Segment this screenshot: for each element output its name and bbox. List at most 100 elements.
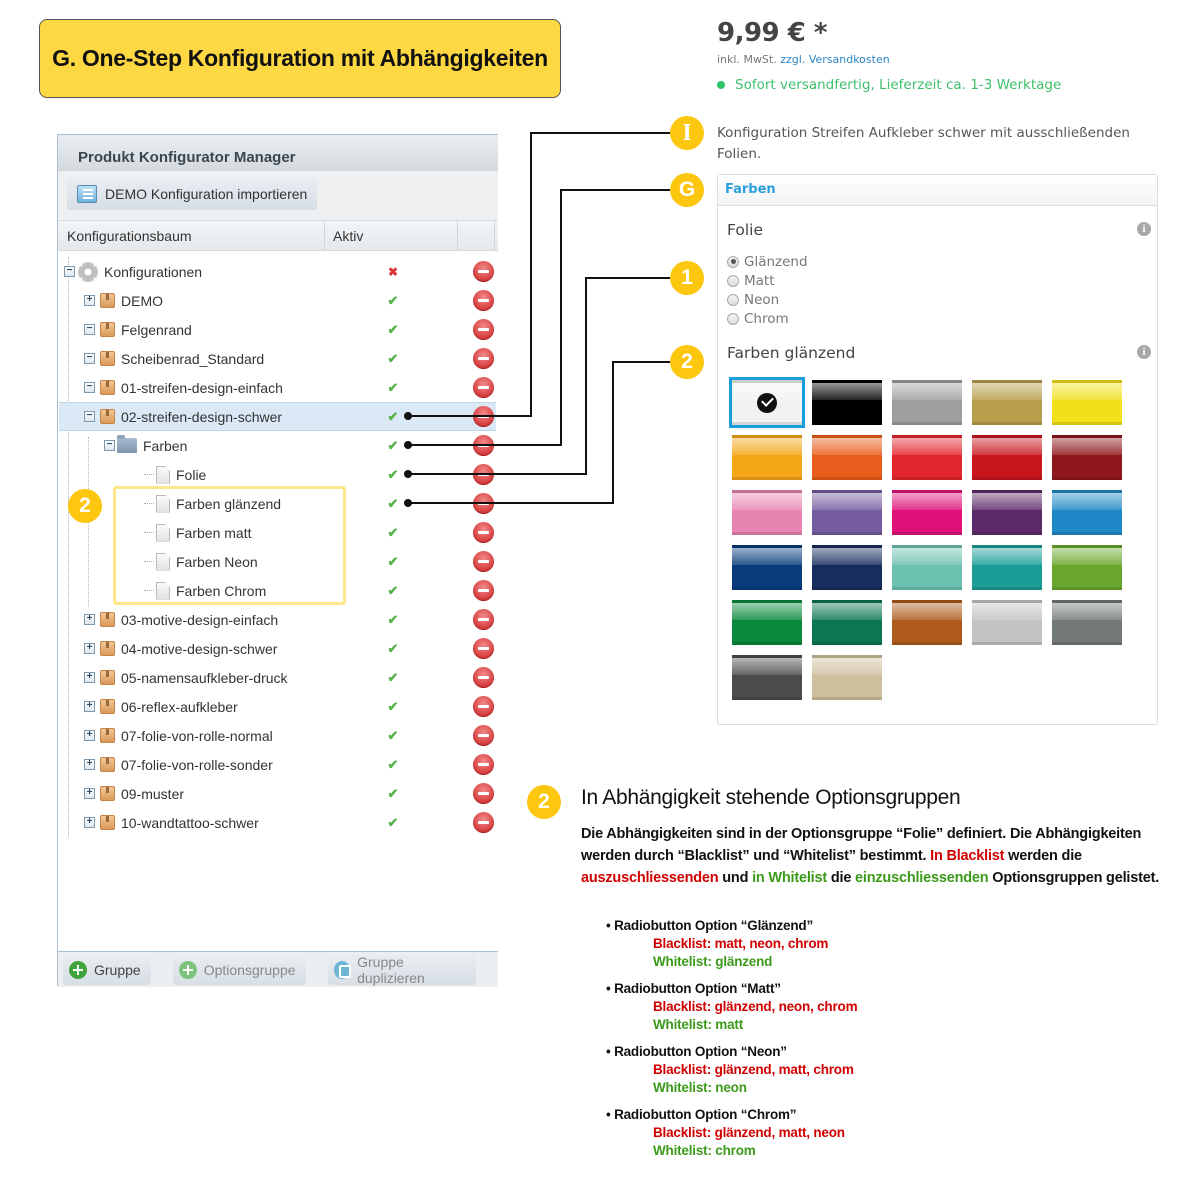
collapse-icon[interactable]: −	[64, 266, 75, 277]
color-swatch[interactable]	[972, 435, 1042, 480]
color-swatch[interactable]	[812, 655, 882, 700]
collapse-icon[interactable]: −	[84, 382, 95, 393]
expand-icon[interactable]: +	[84, 614, 95, 625]
color-swatch[interactable]	[1052, 545, 1122, 590]
active-check-icon[interactable]: ✔	[387, 495, 399, 511]
collapse-icon[interactable]: −	[84, 324, 95, 335]
active-check-icon[interactable]: ✔	[387, 814, 399, 830]
tree-row[interactable]: +07-folie-von-rolle-sonder✔	[59, 750, 496, 779]
collapse-icon[interactable]: −	[104, 440, 115, 451]
tree-row[interactable]: +10-wandtattoo-schwer✔	[59, 808, 496, 837]
color-swatch[interactable]	[812, 380, 882, 425]
color-swatch[interactable]	[972, 545, 1042, 590]
color-swatch[interactable]	[732, 600, 802, 645]
add-group-button[interactable]: Gruppe	[63, 954, 151, 985]
radio-button[interactable]	[727, 312, 739, 325]
delete-icon[interactable]	[473, 319, 494, 340]
active-check-icon[interactable]: ✔	[387, 321, 399, 337]
add-optiongroup-button[interactable]: Optionsgruppe	[172, 954, 306, 985]
collapse-icon[interactable]: −	[84, 411, 95, 422]
color-swatch[interactable]	[732, 545, 802, 590]
delete-icon[interactable]	[473, 580, 494, 601]
import-demo-button[interactable]: DEMO Konfiguration importieren	[67, 178, 318, 210]
delete-icon[interactable]	[473, 783, 494, 804]
active-check-icon[interactable]: ✔	[387, 350, 399, 366]
configurator-group-header[interactable]: Farben	[718, 175, 1157, 206]
expand-icon[interactable]: +	[84, 730, 95, 741]
delete-icon[interactable]	[473, 261, 494, 282]
tree-row[interactable]: −Scheibenrad_Standard✔	[59, 344, 496, 373]
active-check-icon[interactable]: ✔	[387, 379, 399, 395]
tree-row[interactable]: −01-streifen-design-einfach✔	[59, 373, 496, 402]
color-swatch[interactable]	[812, 435, 882, 480]
active-check-icon[interactable]: ✔	[387, 582, 399, 598]
color-swatch[interactable]	[812, 545, 882, 590]
active-check-icon[interactable]: ✔	[387, 785, 399, 801]
active-check-icon[interactable]: ✔	[387, 437, 399, 453]
color-swatch[interactable]	[732, 435, 802, 480]
active-check-icon[interactable]: ✔	[387, 466, 399, 482]
color-swatch[interactable]	[972, 490, 1042, 535]
delete-icon[interactable]	[473, 551, 494, 572]
active-check-icon[interactable]: ✔	[387, 292, 399, 308]
delete-icon[interactable]	[473, 522, 494, 543]
color-swatch[interactable]	[1052, 490, 1122, 535]
active-check-icon[interactable]: ✔	[387, 756, 399, 772]
delete-icon[interactable]	[473, 290, 494, 311]
tree-row[interactable]: +DEMO✔	[59, 286, 496, 315]
delete-icon[interactable]	[473, 725, 494, 746]
tree-row[interactable]: −Konfigurationen✖	[59, 257, 496, 286]
radio-button[interactable]	[727, 293, 739, 306]
expand-icon[interactable]: +	[84, 817, 95, 828]
active-check-icon[interactable]: ✔	[387, 408, 399, 424]
color-swatch[interactable]	[729, 377, 805, 428]
color-swatch[interactable]	[892, 380, 962, 425]
collapse-icon[interactable]: −	[84, 353, 95, 364]
delete-icon[interactable]	[473, 609, 494, 630]
color-swatch[interactable]	[1052, 380, 1122, 425]
inactive-x-icon[interactable]: ✖	[387, 264, 399, 279]
color-swatch[interactable]	[972, 600, 1042, 645]
shipping-costs-link[interactable]: zzgl. Versandkosten	[780, 53, 890, 66]
active-check-icon[interactable]: ✔	[387, 611, 399, 627]
radio-button[interactable]	[727, 274, 739, 287]
active-check-icon[interactable]: ✔	[387, 727, 399, 743]
tree-row[interactable]: +04-motive-design-schwer✔	[59, 634, 496, 663]
color-swatch[interactable]	[972, 380, 1042, 425]
delete-icon[interactable]	[473, 377, 494, 398]
tree-row[interactable]: +05-namensaufkleber-druck✔	[59, 663, 496, 692]
tree-row[interactable]: Farben Chrom✔	[59, 576, 496, 605]
column-header-tree[interactable]: Konfigurationsbaum	[58, 221, 325, 250]
delete-icon[interactable]	[473, 667, 494, 688]
column-header-active[interactable]: Aktiv	[325, 221, 458, 250]
folie-radio-option[interactable]: Glänzend	[727, 252, 808, 271]
tree-row[interactable]: Farben matt✔	[59, 518, 496, 547]
color-swatch[interactable]	[732, 490, 802, 535]
delete-icon[interactable]	[473, 754, 494, 775]
color-swatch[interactable]	[732, 655, 802, 700]
active-check-icon[interactable]: ✔	[387, 524, 399, 540]
radio-button[interactable]	[727, 255, 739, 268]
color-swatch[interactable]	[812, 600, 882, 645]
expand-icon[interactable]: +	[84, 701, 95, 712]
active-check-icon[interactable]: ✔	[387, 698, 399, 714]
tree-row[interactable]: −02-streifen-design-schwer✔	[59, 402, 496, 431]
delete-icon[interactable]	[473, 812, 494, 833]
color-swatch[interactable]	[1052, 600, 1122, 645]
tree-row[interactable]: +07-folie-von-rolle-normal✔	[59, 721, 496, 750]
tree-row[interactable]: −Felgenrand✔	[59, 315, 496, 344]
duplicate-group-button[interactable]: Gruppe duplizieren	[327, 954, 476, 986]
delete-icon[interactable]	[473, 348, 494, 369]
color-swatch[interactable]	[1052, 435, 1122, 480]
active-check-icon[interactable]: ✔	[387, 553, 399, 569]
tree-row[interactable]: +09-muster✔	[59, 779, 496, 808]
tree-row[interactable]: Farben Neon✔	[59, 547, 496, 576]
expand-icon[interactable]: +	[84, 759, 95, 770]
tree-row[interactable]: Farben glänzend✔	[59, 489, 496, 518]
tree-row[interactable]: +06-reflex-aufkleber✔	[59, 692, 496, 721]
tree-row[interactable]: +03-motive-design-einfach✔	[59, 605, 496, 634]
color-swatch[interactable]	[812, 490, 882, 535]
color-swatch[interactable]	[892, 490, 962, 535]
expand-icon[interactable]: +	[84, 643, 95, 654]
expand-icon[interactable]: +	[84, 295, 95, 306]
